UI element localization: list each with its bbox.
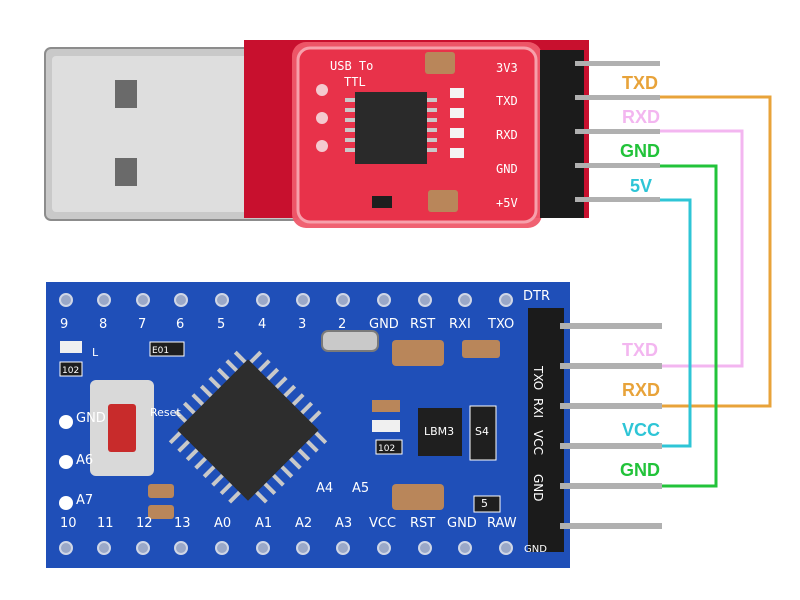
bottom-pin-12: 12: [136, 516, 153, 531]
usb-title-line2: TTL: [344, 75, 366, 89]
small-label-5: 5: [481, 497, 488, 510]
atmega-chip: [168, 350, 328, 504]
top-pin-4: 4: [258, 317, 267, 332]
led-label: L: [92, 346, 99, 359]
ch340-chip: [355, 92, 427, 164]
usb-pin-5v: +5V: [496, 196, 518, 210]
top-pin-5: 5: [217, 317, 226, 332]
wire-rxd: [660, 129, 744, 368]
top-pin-8: 8: [99, 317, 108, 332]
bottom-pin-a0: A0: [214, 516, 232, 531]
usb-pin-3v3: 3V3: [496, 61, 518, 75]
top-pin-3: 3: [298, 317, 307, 332]
board-label-gnd: GND: [620, 460, 660, 480]
header-pin-gnd: GND: [531, 474, 545, 502]
left-pin-gnd: GND: [76, 411, 106, 426]
reset-label: Reset: [150, 406, 181, 419]
board-label-rxd: RXD: [622, 380, 661, 400]
usb-pin-gnd: GND: [496, 162, 518, 176]
wire-5v: [660, 198, 692, 448]
bottom-pin-a1: A1: [255, 516, 273, 531]
bottom-pin-rst: RST: [410, 516, 436, 531]
reset-button: [108, 404, 136, 452]
bottom-pin-10: 10: [60, 516, 77, 531]
bottom-pin-a3: A3: [335, 516, 353, 531]
usb-title-line1: USB To: [330, 59, 374, 73]
bottom-pin-a2: A2: [295, 516, 313, 531]
bottom-pin-gnd: GND: [447, 516, 477, 531]
usb-slot-top: [115, 80, 137, 108]
bottom-pin-13: 13: [174, 516, 191, 531]
pro-mini-board: [46, 282, 662, 568]
bottom-pin-vcc: VCC: [369, 516, 397, 531]
wires: [660, 95, 772, 488]
top-pin-6: 6: [176, 317, 185, 332]
header-dtr: DTR: [523, 289, 550, 304]
left-pin-a6: A6: [76, 453, 94, 468]
board-header-pins: [560, 323, 662, 529]
res-label-1: 102: [62, 366, 80, 376]
wire-label-gnd: GND: [620, 141, 660, 161]
header-pin-rxi: RXI: [531, 398, 545, 419]
bottom-pin-11: 11: [97, 516, 114, 531]
top-pin-9: 9: [60, 317, 69, 332]
inner-pin-a5: A5: [352, 481, 370, 496]
usb-pin-rxd: RXD: [496, 128, 518, 142]
bottom-pin-raw: RAW: [487, 516, 517, 531]
header-pin-txo: TXO: [531, 366, 545, 391]
usb-header-pins: [575, 61, 660, 202]
inner-pin-a4: A4: [316, 481, 334, 496]
top-pin-2: 2: [338, 317, 347, 332]
board-label-txd: TXD: [622, 340, 658, 360]
top-pin-rxi: RXI: [449, 317, 471, 332]
left-pin-a7: A7: [76, 493, 94, 508]
wire-label-txd: TXD: [622, 73, 658, 93]
e01-label: E01: [152, 346, 170, 356]
top-pin-7: 7: [138, 317, 147, 332]
top-pin-gnd: GND: [369, 317, 399, 332]
res-label-2: 102: [378, 444, 396, 454]
regulator-label: LBM3: [424, 425, 455, 438]
usb-ttl-module: [244, 40, 660, 228]
usb-slot-bottom: [115, 158, 137, 186]
top-pin-txo: TXO: [488, 317, 515, 332]
wire-label-rxd: RXD: [622, 107, 661, 127]
wire-gnd: [660, 164, 718, 488]
top-pin-rst: RST: [410, 317, 436, 332]
wire-label-5v: 5V: [630, 176, 653, 196]
header-pin-vcc: VCC: [531, 430, 545, 455]
board-label-vcc: VCC: [622, 420, 661, 440]
header-gnd: GND: [524, 544, 547, 555]
s4-label: S4: [475, 425, 489, 438]
usb-pin-txd: TXD: [496, 94, 518, 108]
